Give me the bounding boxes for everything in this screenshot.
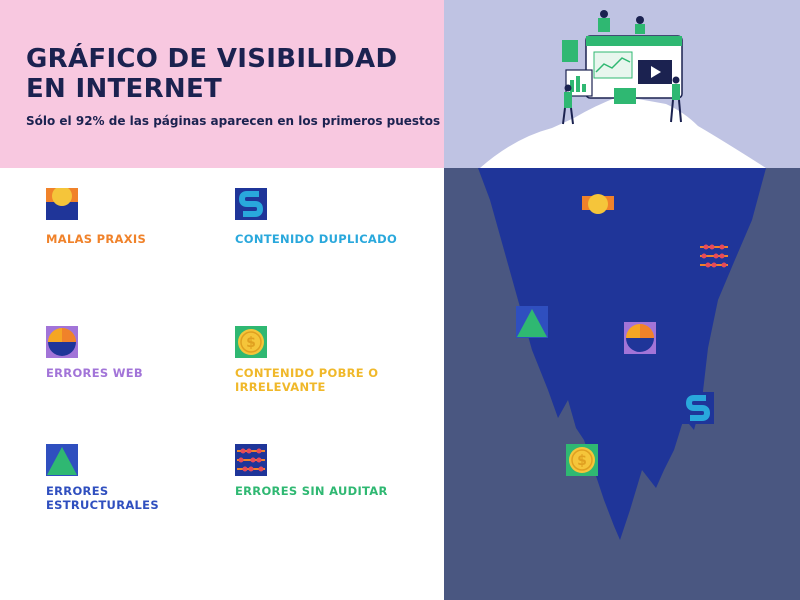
underwater-abacus-icon (698, 240, 730, 272)
underwater-coin-icon: $ (566, 444, 598, 476)
iceberg-panel: $ (444, 0, 800, 600)
legend-label: CONTENIDO POBRE O IRRELEVANTE (235, 366, 379, 394)
dollar-s-icon (235, 188, 267, 220)
header-panel: GRÁFICO DE VISIBILIDAD EN INTERNET Sólo … (0, 0, 444, 168)
underwater-dollar-s-icon (682, 392, 714, 424)
triangle-icon (46, 444, 78, 476)
sun-block-icon (46, 188, 78, 220)
half-circle-icon (46, 326, 78, 358)
iceberg-underwater (478, 168, 766, 540)
legend-label: ERRORES ESTRUCTURALES (46, 484, 159, 512)
iceberg-tip (480, 96, 766, 168)
underwater-triangle-icon (516, 306, 548, 338)
page-subtitle: Sólo el 92% de las páginas aparecen en l… (26, 114, 441, 128)
legend-label: ERRORES WEB (46, 366, 143, 380)
coin-icon: $ (235, 326, 267, 358)
legend-label: ERRORES SIN AUDITAR (235, 484, 388, 498)
svg-text:$: $ (577, 453, 587, 469)
svg-text:$: $ (246, 335, 256, 351)
legend-label: CONTENIDO DUPLICADO (235, 232, 398, 246)
iceberg-illustration: $ (478, 10, 766, 540)
page-title: GRÁFICO DE VISIBILIDAD EN INTERNET (26, 44, 398, 104)
abacus-icon (235, 444, 267, 476)
underwater-half-circle-icon (624, 322, 656, 354)
legend-label: MALAS PRAXIS (46, 232, 147, 246)
underwater-sun-block-icon (582, 194, 614, 228)
computer-illustration (562, 10, 683, 125)
